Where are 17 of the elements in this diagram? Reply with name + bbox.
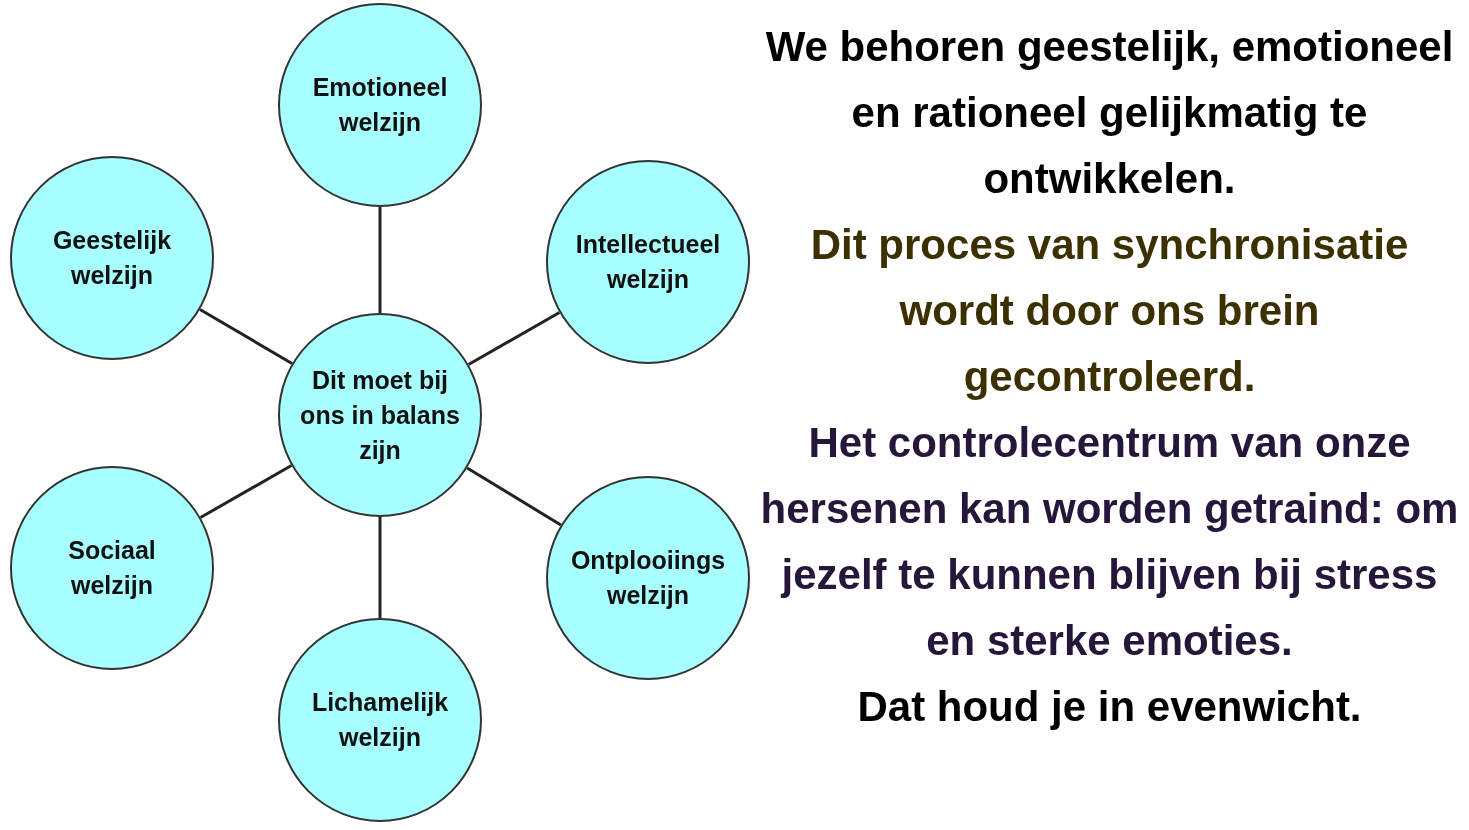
node-label: Emotioneel welzijn <box>311 72 449 138</box>
text-paragraph: Dat houd je in evenwicht. <box>857 682 1362 732</box>
node-label: Lichamelijk welzijn <box>310 687 450 753</box>
connector-line <box>199 308 293 365</box>
connector-line <box>466 466 562 527</box>
connector-line <box>378 207 382 313</box>
connector-line <box>378 517 382 618</box>
node-label: Ontplooiings welzijn <box>569 545 727 611</box>
node-label: Intellectueel welzijn <box>574 229 722 295</box>
text-paragraph: Het controlecentrum van onze hersenen kan worden getraind: om jezelf te kunnen blijven bij stress en sterke emoties. <box>759 418 1460 666</box>
text-paragraph: We behoren geestelijk, emotioneel en rationeel gelijkmatig te ontwikkelen. <box>764 22 1455 204</box>
node-label: Dit moet bij ons in balans zijn <box>299 364 461 466</box>
connector-line <box>467 311 561 366</box>
connector-line <box>199 464 293 519</box>
node-label: Geestelijk welzijn <box>51 225 173 291</box>
text-paragraph: Dit proces van synchronisatie wordt door ons brein gecontroleerd. <box>809 220 1410 402</box>
node-label: Sociaal welzijn <box>67 535 157 601</box>
